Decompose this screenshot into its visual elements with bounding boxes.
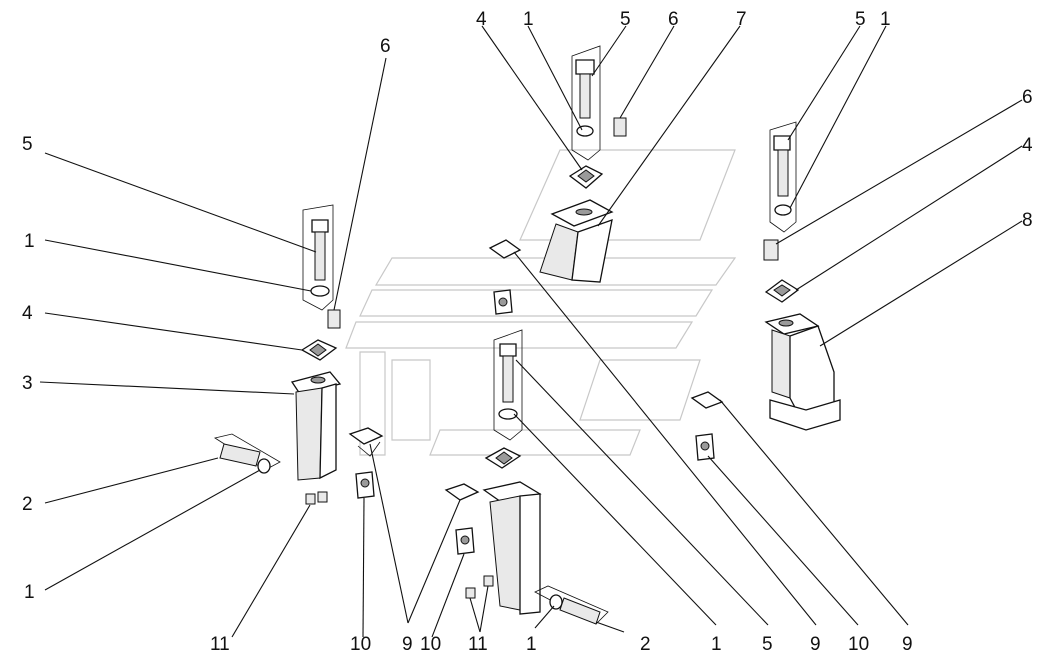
callout-1-right: 1 [880,9,891,30]
callout-labels: 5 1 4 3 2 1 6 11 10 9 10 11 1 2 4 1 5 6 … [22,9,1033,655]
callout-10-center: 10 [420,634,441,655]
bolt-5-top [575,59,595,119]
callout-2-center: 2 [640,634,651,655]
nut-10-center [455,527,475,555]
bracket-center [482,481,542,615]
watermark-logo [345,149,737,456]
callout-4-left: 4 [22,303,33,324]
callout-10-left: 10 [350,634,371,655]
callout-9-right: 9 [902,634,913,655]
nut-6-right [763,239,779,261]
washer-1-center [498,408,518,420]
bolt-5-left [311,219,329,281]
bush-11-left [305,491,328,505]
plate-9-center [444,483,480,501]
bolt-group-frame [302,204,334,311]
bracket-8 [764,313,841,431]
callout-4-top: 4 [476,9,487,30]
callout-11-center: 11 [468,634,488,655]
callout-5-top: 5 [620,9,631,30]
bolt-group-frame-center [493,329,523,441]
callout-6-top: 6 [668,9,679,30]
right-assembly [690,121,841,461]
callout-10-right: 10 [848,634,869,655]
callout-1-top: 1 [523,9,534,30]
bolt-5-center [499,343,517,403]
bolt-group-frame-top [571,45,601,161]
pin-2-left [213,433,281,474]
cushion-4-left [300,339,338,361]
callout-9-left: 9 [402,634,413,655]
plate-9-left [348,427,384,457]
callout-1-center-bottom: 1 [526,634,537,655]
callout-8: 8 [1022,210,1033,231]
bolt-group-frame-right [769,121,797,233]
washer-1-top [576,125,594,137]
callout-3: 3 [22,373,33,394]
center-assembly [444,329,609,625]
cushion-4-top [568,165,604,189]
callout-9-bottom-mid: 9 [810,634,821,655]
callout-1-bottom-mid: 1 [711,634,722,655]
cushion-4-right [764,279,800,303]
washer-1-left [310,285,330,297]
callout-5-right: 5 [855,9,866,30]
callout-2-left: 2 [22,494,33,515]
callout-11-left: 11 [210,634,230,655]
bracket-3 [290,371,342,481]
pin-2-center [534,585,609,625]
bush-11-center [465,575,494,599]
washer-1-right [774,204,792,216]
plate-9-top [488,239,522,259]
plate-9-right [690,391,724,409]
cushion-4-center [484,447,522,469]
nut-10-top [493,289,513,315]
top-assembly [488,45,627,315]
callout-5-left: 5 [22,134,33,155]
bolt-5-right [773,135,791,197]
callout-7: 7 [736,9,747,30]
leader-lines [39,25,1023,638]
callout-6-right: 6 [1022,87,1033,108]
nut-10-left [355,471,375,499]
callout-4-right: 4 [1022,135,1033,156]
callout-5-bottom-mid: 5 [762,634,773,655]
callout-6-left: 6 [380,36,391,57]
nut-6-top [613,117,627,137]
left-assembly [213,204,384,505]
nut-6-left [327,309,341,329]
bracket-7 [539,199,614,283]
callout-1-left-upper: 1 [24,231,35,252]
nut-10-right [695,433,715,461]
callout-1-left-lower: 1 [24,582,35,603]
